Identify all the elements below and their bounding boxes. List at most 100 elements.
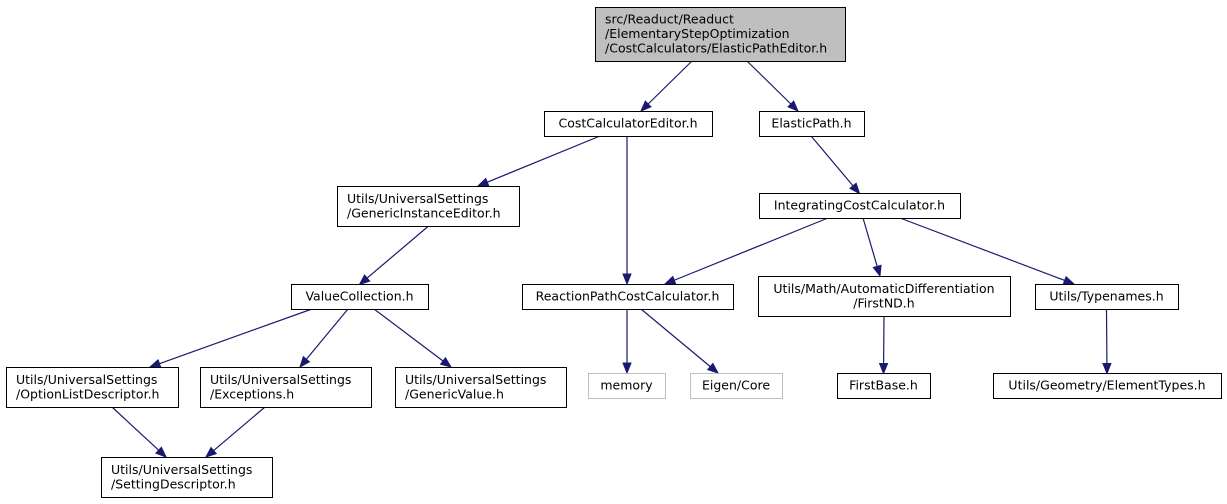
edge-typenames-to-element-types xyxy=(1102,309,1112,375)
edge-integrating-cost-calculator-to-reaction-path-cost-calculator xyxy=(663,217,829,285)
node-first-base[interactable]: FirstBase.h xyxy=(837,373,931,399)
edge-automatic-differentiation-firstnd-to-first-base xyxy=(878,316,889,375)
edge-line xyxy=(111,406,160,451)
node-generic-value[interactable]: Utils/UniversalSettings/GenericValue.h xyxy=(395,367,567,408)
node-memory[interactable]: memory xyxy=(588,373,666,399)
edges-layer xyxy=(111,60,1112,458)
arrowhead-icon xyxy=(622,362,632,375)
node-label-line: ElasticPath.h xyxy=(771,116,851,131)
node-label-line: Utils/UniversalSettings xyxy=(405,372,546,387)
node-box xyxy=(759,111,865,137)
edge-exceptions-to-setting-descriptor xyxy=(204,406,266,458)
edge-cost-calculator-editor-to-reaction-path-cost-calculator xyxy=(622,136,632,286)
edge-reaction-path-cost-calculator-to-memory xyxy=(622,309,632,375)
node-label-line: Utils/Typenames.h xyxy=(1049,289,1163,304)
node-label-line: Utils/UniversalSettings xyxy=(16,372,157,387)
node-option-list-descriptor[interactable]: Utils/UniversalSettings/OptionListDescri… xyxy=(6,367,179,408)
node-label-line: Eigen/Core xyxy=(702,378,770,393)
arrowhead-icon xyxy=(476,177,490,187)
edge-cost-calculator-editor-to-generic-instance-editor xyxy=(476,135,601,187)
node-box xyxy=(200,367,372,408)
edge-line xyxy=(640,308,711,368)
arrowhead-icon xyxy=(155,446,167,458)
node-box xyxy=(291,284,429,310)
edge-value-collection-to-option-list-descriptor xyxy=(148,308,313,368)
arrowhead-icon xyxy=(204,446,218,458)
node-label-line: Utils/Math/AutomaticDifferentiation xyxy=(773,281,994,296)
node-label-line: Utils/UniversalSettings xyxy=(347,191,488,206)
node-box xyxy=(6,367,179,408)
node-setting-descriptor[interactable]: Utils/UniversalSettings/SettingDescripto… xyxy=(101,457,273,498)
edge-line xyxy=(811,136,854,187)
edge-option-list-descriptor-to-setting-descriptor xyxy=(111,406,167,458)
node-label-line: src/Readuct/Readuct xyxy=(605,12,734,27)
node-box xyxy=(337,186,520,227)
edge-line xyxy=(674,217,829,281)
node-box xyxy=(993,373,1222,399)
edge-value-collection-to-exceptions xyxy=(299,308,349,369)
node-label-line: memory xyxy=(600,378,653,393)
arrowhead-icon xyxy=(1062,275,1076,285)
arrowhead-icon xyxy=(622,273,632,286)
node-box xyxy=(595,7,846,62)
edge-line xyxy=(373,308,444,362)
arrowhead-icon xyxy=(640,100,652,112)
node-element-types[interactable]: Utils/Geometry/ElementTypes.h xyxy=(993,373,1222,399)
node-label-line: /Exceptions.h xyxy=(210,386,294,401)
node-reaction-path-cost-calculator[interactable]: ReactionPathCostCalculator.h xyxy=(522,284,734,310)
node-automatic-differentiation-firstnd[interactable]: Utils/Math/AutomaticDifferentiation/Firs… xyxy=(758,276,1011,317)
node-label-line: ReactionPathCostCalculator.h xyxy=(536,289,720,304)
arrowhead-icon xyxy=(872,264,882,278)
node-label-line: /CostCalculators/ElasticPathEditor.h xyxy=(605,41,827,56)
node-box xyxy=(837,373,931,399)
node-box xyxy=(759,193,961,219)
node-label-line: /GenericInstanceEditor.h xyxy=(347,205,501,220)
node-integrating-cost-calculator[interactable]: IntegratingCostCalculator.h xyxy=(759,193,961,219)
node-box xyxy=(690,373,783,399)
edge-root-to-cost-calculator-editor xyxy=(640,60,693,112)
edge-elastic-path-to-integrating-cost-calculator xyxy=(811,136,861,195)
node-cost-calculator-editor[interactable]: CostCalculatorEditor.h xyxy=(544,111,713,137)
arrowhead-icon xyxy=(787,100,799,112)
nodes-layer: src/Readuct/Readuct/ElementaryStepOptimi… xyxy=(6,7,1222,498)
node-box xyxy=(544,111,713,137)
node-label-line: FirstBase.h xyxy=(849,378,918,393)
edge-generic-instance-editor-to-value-collection xyxy=(358,226,429,286)
node-label-line: /OptionListDescriptor.h xyxy=(16,386,159,401)
edge-reaction-path-cost-calculator-to-eigen-core xyxy=(640,308,720,374)
node-label-line: /GenericValue.h xyxy=(405,386,504,401)
edge-line xyxy=(159,308,313,365)
edge-line xyxy=(746,60,792,105)
node-box xyxy=(101,457,273,498)
arrowhead-icon xyxy=(148,358,162,368)
node-label-line: /ElementaryStepOptimization xyxy=(605,26,790,41)
node-label-line: Utils/Geometry/ElementTypes.h xyxy=(1008,378,1205,393)
edge-value-collection-to-generic-value xyxy=(373,308,453,368)
node-eigen-core[interactable]: Eigen/Core xyxy=(690,373,783,399)
node-label-line: /FirstND.h xyxy=(853,295,914,310)
node-value-collection[interactable]: ValueCollection.h xyxy=(291,284,429,310)
edge-line xyxy=(647,60,693,105)
node-label-line: CostCalculatorEditor.h xyxy=(558,116,697,131)
arrowhead-icon xyxy=(849,182,861,195)
node-label-line: Utils/UniversalSettings xyxy=(210,372,351,387)
edge-line xyxy=(899,217,1065,282)
edge-integrating-cost-calculator-to-typenames xyxy=(899,217,1076,285)
arrowhead-icon xyxy=(878,362,889,375)
node-box xyxy=(395,367,567,408)
node-label-line: Utils/UniversalSettings xyxy=(111,462,252,477)
node-exceptions[interactable]: Utils/UniversalSettings/Exceptions.h xyxy=(200,367,372,408)
arrowhead-icon xyxy=(706,362,720,374)
node-typenames[interactable]: Utils/Typenames.h xyxy=(1035,284,1179,310)
edge-root-to-elastic-path xyxy=(746,60,799,112)
arrowhead-icon xyxy=(358,274,371,286)
node-label-line: ValueCollection.h xyxy=(305,289,413,304)
node-generic-instance-editor[interactable]: Utils/UniversalSettings/GenericInstanceE… xyxy=(337,186,520,227)
node-box xyxy=(1035,284,1179,310)
node-box xyxy=(522,284,734,310)
node-root[interactable]: src/Readuct/Readuct/ElementaryStepOptimi… xyxy=(595,7,846,62)
edge-line xyxy=(366,226,429,279)
edge-integrating-cost-calculator-to-automatic-differentiation-firstnd xyxy=(862,217,882,278)
node-box xyxy=(758,276,1011,317)
node-elastic-path[interactable]: ElasticPath.h xyxy=(759,111,865,137)
